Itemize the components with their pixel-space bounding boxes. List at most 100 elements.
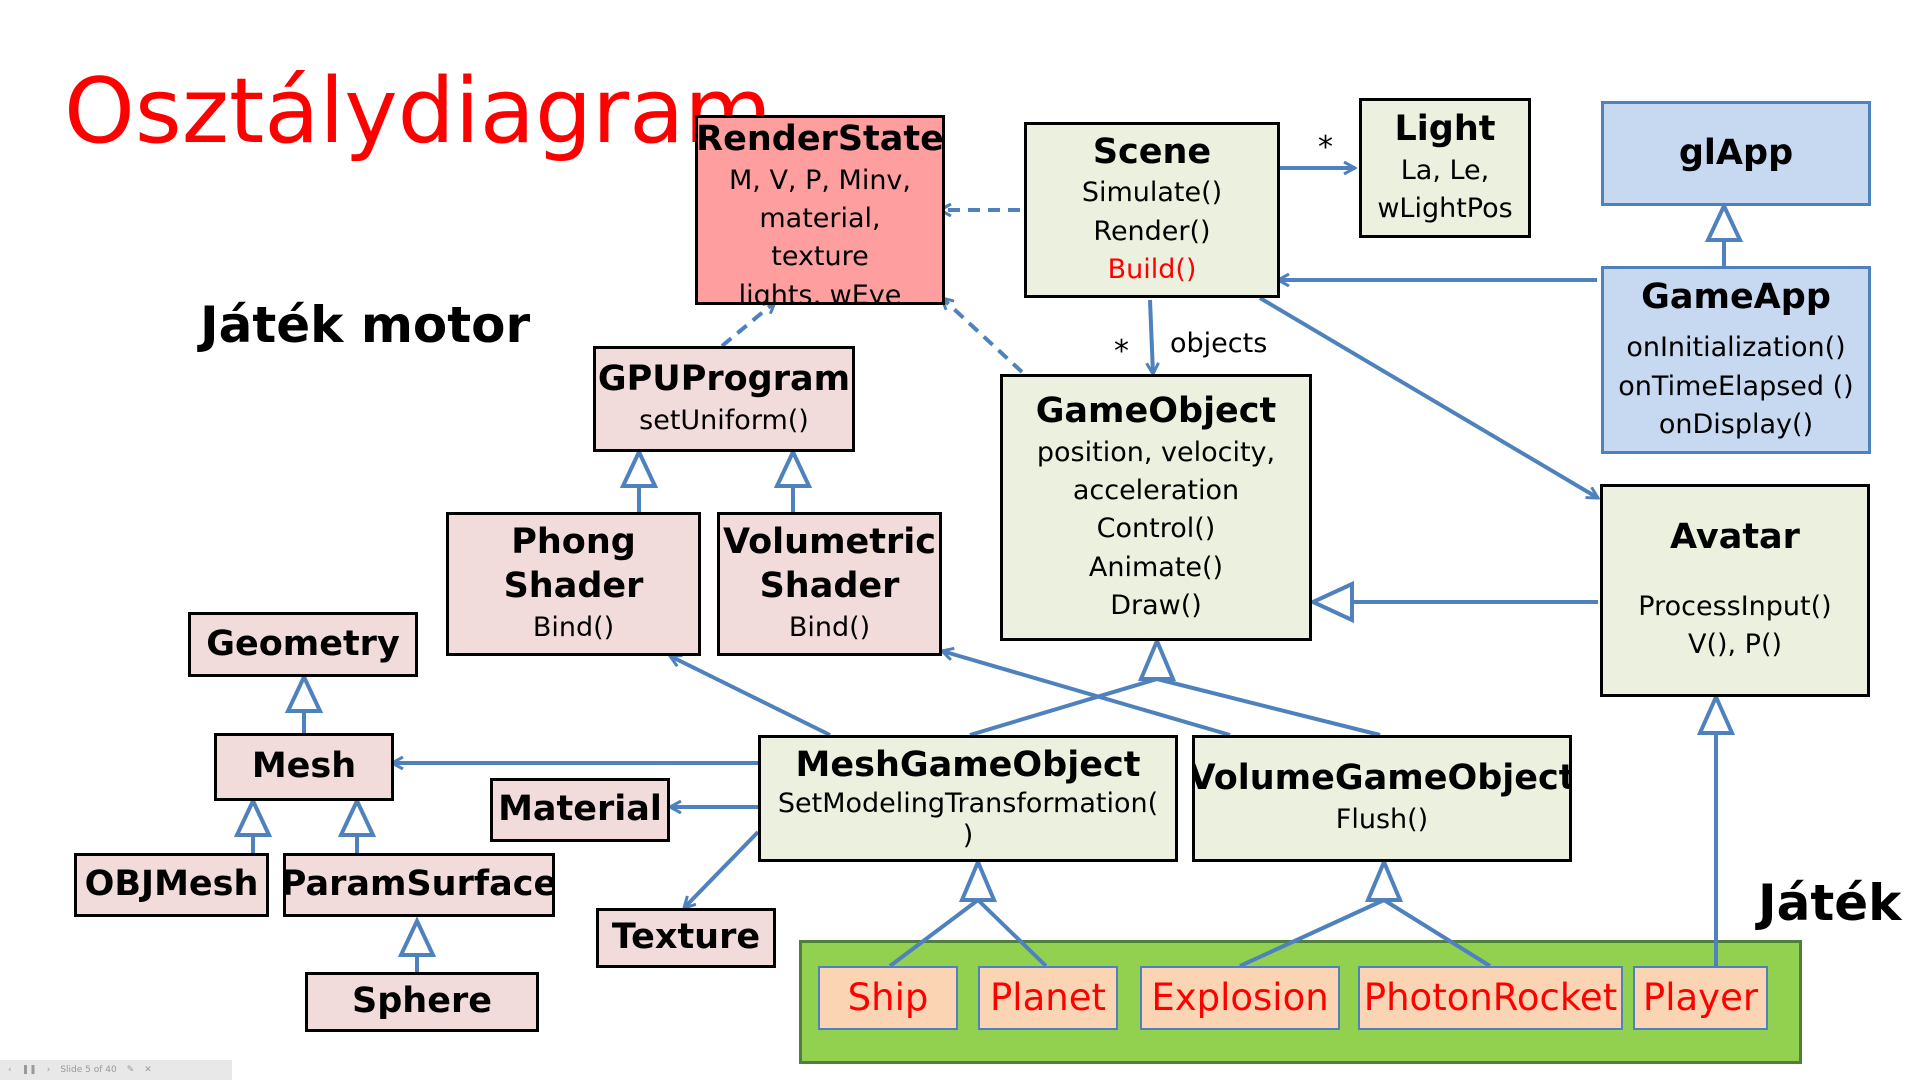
class-meshgameobject: MeshGameObject SetModelingTransformation… [758,735,1178,862]
gameobject-member: Control() [1096,513,1216,545]
gameobject-member: Animate() [1088,551,1224,583]
gen-head-gpuprogram-right [773,447,813,488]
explosion-name: Explosion [1151,975,1329,1019]
class-scene: Scene Simulate() Render() Build() [1024,122,1280,298]
class-mesh: Mesh [214,733,394,801]
gen-head-volumego [1364,856,1404,902]
class-player: Player [1633,966,1768,1030]
scene-method-build: Build() [1107,254,1197,286]
class-material: Material [490,778,670,842]
class-planet: Planet [978,966,1118,1030]
class-geometry: Geometry [188,612,418,677]
class-renderstate: RenderState M, V, P, Minv, material, tex… [695,115,945,305]
class-gameapp: GameApp onInitialization() onTimeElapsed… [1601,266,1871,454]
class-objmesh: OBJMesh [74,853,269,917]
edge-explosion-volumego [1239,898,1385,968]
class-avatar: Avatar ProcessInput() V(), P() [1600,484,1870,697]
edge-meshgo-texture [684,830,760,908]
avatar-method: ProcessInput() [1638,591,1832,623]
presentation-toolbar: ‹ ❚❚ › Slide 5 of 40 ✎ ✕ [0,1060,232,1080]
gen-head-glapp [1704,201,1744,242]
ship-name: Ship [847,975,929,1019]
mesh-name: Mesh [251,746,357,787]
slide-title: Osztálydiagram [64,59,772,164]
gen-head-gameobject-side [1308,580,1354,624]
edge-meshgo-phongshader [670,656,831,737]
objects-multiplicity: * [1114,334,1129,369]
renderstate-attr: texture [771,241,869,273]
objmesh-name: OBJMesh [84,864,259,905]
texture-name: Texture [611,917,761,958]
gen-head-mesh-right [337,796,377,837]
gpuprogram-name: GPUProgram [597,358,851,399]
pause-icon[interactable]: ❚❚ [21,1065,37,1075]
light-attr: La, Le, [1400,154,1490,186]
phongshader-name: Shader [503,565,644,606]
class-glapp: glApp [1601,101,1871,206]
class-ship: Ship [818,966,958,1030]
volumetricshader-method: Bind() [788,611,871,643]
edge-gameobject-renderstate [942,298,1024,374]
edge-scene-gameobject [1150,299,1153,374]
phongshader-method: Bind() [532,611,615,643]
glapp-name: glApp [1678,132,1794,173]
avatar-name: Avatar [1670,517,1800,558]
scene-method: Simulate() [1081,177,1223,209]
edge-meshgo-gameobject [969,677,1158,737]
sphere-name: Sphere [352,981,492,1022]
close-icon[interactable]: ✕ [144,1065,152,1075]
photonrocket-name: PhotonRocket [1363,975,1618,1019]
class-gpuprogram: GPUProgram setUniform() [593,346,855,452]
geometry-name: Geometry [206,623,400,664]
gen-head-avatar [1696,692,1736,735]
volumegameobject-name: VolumeGameObject [1192,758,1572,799]
engine-section-label: Játék motor [200,296,531,354]
class-light: Light La, Le, wLightPos [1359,98,1531,238]
gameobject-name: GameObject [1035,390,1277,431]
objects-role-label: objects [1170,328,1268,359]
class-photonrocket: PhotonRocket [1358,966,1623,1030]
class-gameobject: GameObject position, velocity, accelerat… [1000,374,1312,641]
gen-head-gpuprogram-left [619,447,659,488]
renderstate-attr: M, V, P, Minv, [728,164,911,196]
edge-gpuprogram-renderstate [720,302,775,348]
class-texture: Texture [596,908,776,968]
avatar-method: V(), P() [1687,629,1783,661]
phongshader-name: Phong [511,522,636,563]
next-slide-icon[interactable]: › [46,1065,51,1075]
gen-head-geometry [284,672,324,713]
renderstate-attr: lights, wEye [738,279,902,305]
gameobject-member: acceleration [1072,474,1240,506]
class-paramsurface: ParamSurface [283,853,555,917]
gameobject-member: position, velocity, [1036,436,1276,468]
gpuprogram-method: setUniform() [639,404,809,436]
gameapp-method: onDisplay() [1658,409,1814,441]
edge-volumego-gameobject [1156,677,1381,737]
planet-name: Planet [990,975,1106,1019]
class-volumegameobject: VolumeGameObject Flush() [1192,735,1572,862]
edge-volumego-volumetricshader [942,651,1231,737]
gen-head-mesh-left [233,796,273,837]
gameapp-method: onTimeElapsed () [1618,370,1854,402]
gameobject-member: Draw() [1110,589,1202,621]
game-section-label: Játék [1758,874,1902,932]
prev-slide-icon[interactable]: ‹ [8,1065,12,1075]
player-name: Player [1642,975,1759,1019]
gameapp-method: onInitialization() [1626,332,1846,364]
volumetricshader-name: Shader [759,565,900,606]
edge-photonrocket-volumego [1382,898,1492,968]
class-explosion: Explosion [1140,966,1340,1030]
scene-name: Scene [1092,131,1212,172]
renderstate-attr: material, [759,203,881,235]
gen-head-meshgo [958,856,998,902]
volumegameobject-method: Flush() [1335,804,1429,836]
light-multiplicity: * [1318,130,1333,165]
slide-counter: Slide 5 of 40 [60,1065,117,1075]
meshgameobject-method: ) [962,820,974,852]
gen-head-gameobject-bottom [1137,635,1177,681]
material-name: Material [498,789,662,830]
paramsurface-name: ParamSurface [283,864,555,905]
pen-icon[interactable]: ✎ [126,1065,135,1075]
